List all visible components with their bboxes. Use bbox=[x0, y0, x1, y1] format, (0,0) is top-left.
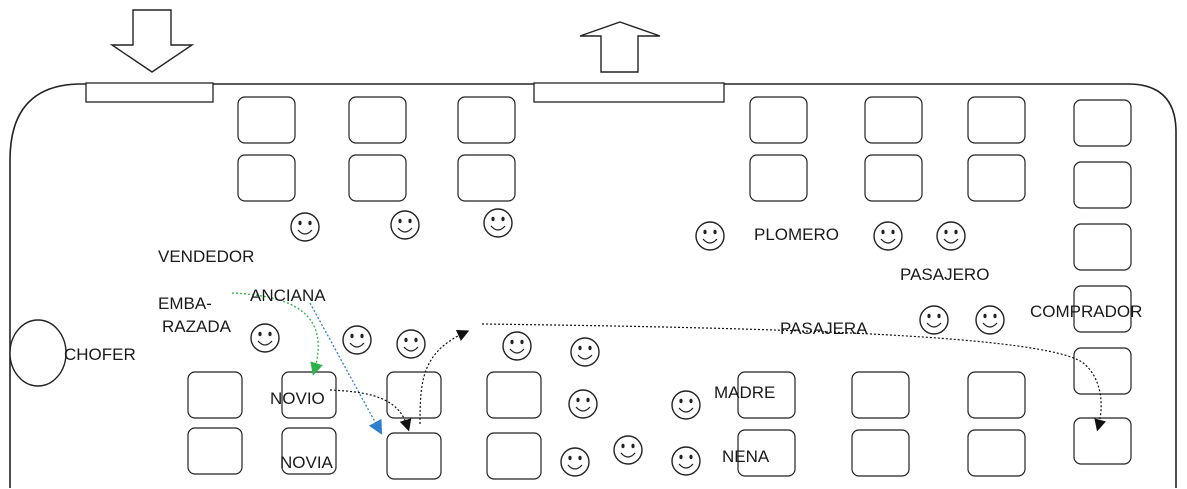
passengers bbox=[250, 208, 1005, 477]
smiley-face-icon bbox=[975, 305, 1005, 335]
smiley-face-icon bbox=[671, 446, 701, 476]
label-vendedor: VENDEDOR bbox=[158, 247, 254, 266]
seat bbox=[851, 429, 910, 477]
seat bbox=[1073, 223, 1132, 271]
embarazada-path bbox=[231, 292, 323, 376]
label-anciana: ANCIANA bbox=[250, 286, 326, 305]
seat bbox=[237, 154, 296, 202]
driver-seat bbox=[9, 319, 67, 387]
seat bbox=[386, 432, 442, 480]
seat bbox=[1073, 99, 1132, 147]
seat bbox=[967, 96, 1026, 144]
seat bbox=[187, 371, 243, 419]
label-pasajero: PASAJERO bbox=[900, 265, 989, 284]
seat bbox=[281, 371, 337, 419]
label-chofer: CHOFER bbox=[64, 345, 136, 364]
rear-door bbox=[533, 82, 725, 103]
seat bbox=[967, 429, 1026, 477]
smiley-face-icon bbox=[873, 221, 903, 251]
anciana-path bbox=[309, 302, 383, 435]
novio-path bbox=[329, 389, 412, 432]
label-madre: MADRE bbox=[714, 383, 775, 402]
seat bbox=[851, 371, 910, 419]
seat bbox=[486, 371, 542, 419]
smiley-face-icon bbox=[568, 389, 598, 419]
seat bbox=[1073, 347, 1132, 395]
seats bbox=[187, 96, 1132, 480]
smiley-face-icon bbox=[570, 337, 600, 367]
seat bbox=[457, 96, 516, 144]
seat bbox=[348, 154, 407, 202]
smiley-face-icon bbox=[919, 305, 949, 335]
smiley-face-icon bbox=[396, 329, 426, 359]
up-arrow-icon bbox=[579, 21, 661, 73]
label-pasajera: PASAJERA bbox=[780, 319, 868, 338]
smiley-face-icon bbox=[936, 221, 966, 251]
seat bbox=[281, 427, 337, 475]
label-novio: NOVIO bbox=[270, 389, 325, 408]
seat bbox=[486, 432, 542, 480]
down-arrow-icon bbox=[109, 9, 195, 73]
smiley-face-icon bbox=[671, 390, 701, 420]
seat bbox=[749, 154, 808, 202]
label-emba: EMBA- bbox=[158, 294, 212, 313]
smiley-face-icon bbox=[483, 208, 513, 238]
bus-outline bbox=[9, 83, 1177, 488]
label-nena: NENA bbox=[722, 447, 770, 466]
seat bbox=[1073, 161, 1132, 209]
seat bbox=[737, 371, 796, 419]
seat bbox=[1073, 285, 1132, 333]
seat bbox=[348, 96, 407, 144]
seat bbox=[967, 154, 1026, 202]
label-plomero: PLOMERO bbox=[754, 225, 839, 244]
smiley-face-icon bbox=[342, 325, 372, 355]
comprador-path bbox=[481, 323, 1106, 432]
aisle-path bbox=[419, 330, 470, 425]
smiley-face-icon bbox=[250, 323, 280, 353]
label-razada: RAZADA bbox=[162, 317, 232, 336]
smiley-face-icon bbox=[560, 447, 590, 477]
smiley-face-icon bbox=[290, 212, 320, 242]
smiley-face-icon bbox=[695, 221, 725, 251]
label-comprador: COMPRADOR bbox=[1030, 302, 1142, 321]
seat bbox=[737, 429, 796, 477]
smiley-face-icon bbox=[502, 331, 532, 361]
smiley-face-icon bbox=[613, 435, 643, 465]
seat bbox=[457, 154, 516, 202]
seat bbox=[864, 96, 923, 144]
smiley-face-icon bbox=[390, 210, 420, 240]
seat bbox=[749, 96, 808, 144]
seat bbox=[237, 96, 296, 144]
seat bbox=[1073, 417, 1132, 465]
seat bbox=[967, 371, 1026, 419]
label-novia: NOVIA bbox=[280, 453, 334, 472]
seat bbox=[187, 427, 243, 475]
front-door bbox=[85, 82, 214, 103]
seat bbox=[864, 154, 923, 202]
seat bbox=[386, 371, 442, 419]
